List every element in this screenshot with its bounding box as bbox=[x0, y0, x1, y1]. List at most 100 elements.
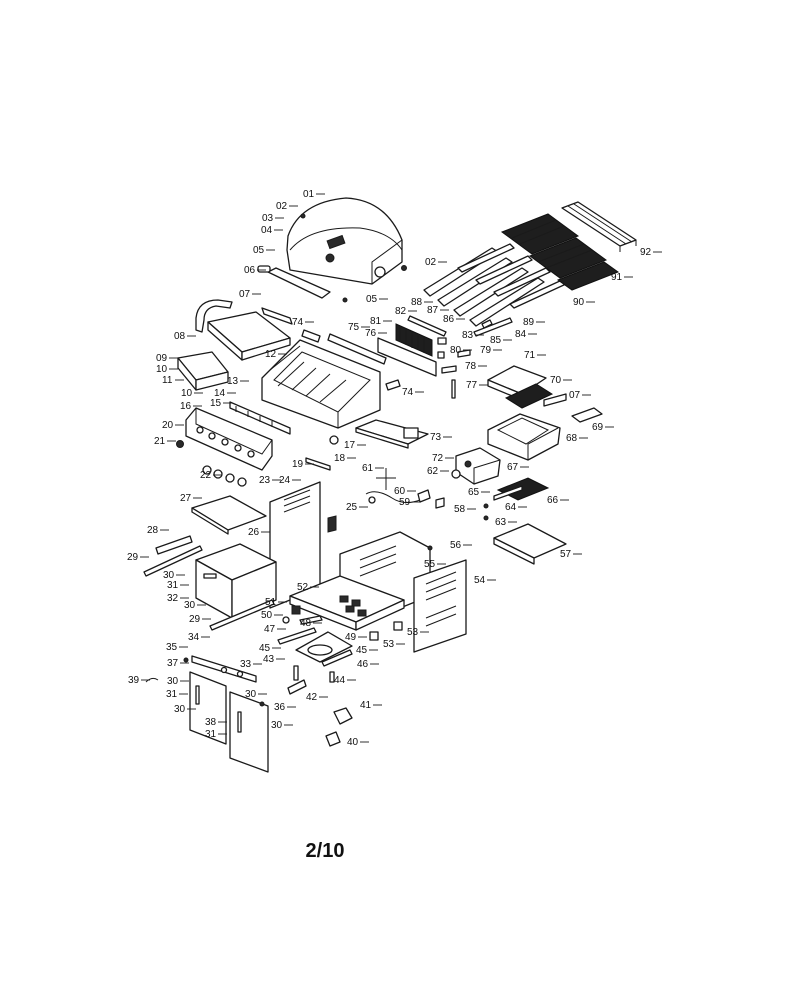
callout-label: 39 bbox=[128, 675, 140, 686]
bolt-02 bbox=[401, 265, 407, 271]
lid-handle bbox=[257, 265, 331, 299]
callout-label: 07 bbox=[569, 390, 581, 401]
callout-label: 10 bbox=[156, 364, 168, 375]
callout-label: 24 bbox=[279, 475, 291, 486]
callout-label: 30 bbox=[184, 600, 196, 611]
callout-label: 79 bbox=[480, 345, 492, 356]
callout-label: 56 bbox=[450, 540, 462, 551]
igniter-17 bbox=[329, 435, 339, 445]
screw-56 bbox=[427, 545, 433, 551]
callout-label: 74 bbox=[402, 387, 414, 398]
callout-label: 29 bbox=[189, 614, 201, 625]
door-left bbox=[189, 671, 227, 745]
callout-label: 49 bbox=[345, 632, 357, 643]
callout-label: 27 bbox=[180, 493, 192, 504]
callout-label: 03 bbox=[262, 213, 274, 224]
drip-pan bbox=[355, 419, 429, 449]
callout-label: 91 bbox=[611, 272, 623, 283]
callout-label: 13 bbox=[227, 376, 239, 387]
callout-label: 60 bbox=[394, 486, 406, 497]
callout-label: 61 bbox=[362, 463, 374, 474]
callout-label: 30 bbox=[163, 570, 175, 581]
handle-39 bbox=[145, 677, 159, 683]
callout-label: 40 bbox=[347, 737, 359, 748]
callout-label: 66 bbox=[547, 495, 559, 506]
callout-label: 70 bbox=[550, 375, 562, 386]
callout-label: 59 bbox=[399, 497, 411, 508]
callout-label: 53 bbox=[383, 639, 395, 650]
callout-label: 06 bbox=[244, 265, 256, 276]
callout-label: 19 bbox=[292, 459, 304, 470]
side-shelf-right bbox=[493, 523, 567, 565]
callout-label: 73 bbox=[430, 432, 442, 443]
cooking-grates bbox=[500, 213, 620, 291]
callout-label: 82 bbox=[395, 306, 407, 317]
callout-label: 53 bbox=[407, 627, 419, 638]
callout-label: 34 bbox=[188, 632, 200, 643]
callout-label: 58 bbox=[454, 504, 466, 515]
callout-label: 31 bbox=[167, 580, 179, 591]
callout-label: 26 bbox=[248, 527, 260, 538]
callout-label: 02 bbox=[276, 201, 288, 212]
callout-label: 44 bbox=[334, 675, 346, 686]
callout-label: 30 bbox=[174, 704, 186, 715]
callout-label: 57 bbox=[560, 549, 572, 560]
control-panel bbox=[185, 401, 291, 471]
callout-label: 75 bbox=[348, 322, 360, 333]
callout-label: 71 bbox=[524, 350, 536, 361]
callout-label: 18 bbox=[334, 453, 346, 464]
gas-valve-wiring bbox=[365, 468, 445, 509]
callout-label: 15 bbox=[210, 398, 222, 409]
callout-label: 51 bbox=[265, 597, 277, 608]
casters-53 bbox=[369, 621, 403, 641]
callout-label: 23 bbox=[259, 475, 271, 486]
callout-label: 22 bbox=[200, 470, 212, 481]
firebox bbox=[261, 339, 381, 429]
callout-label: 16 bbox=[180, 401, 192, 412]
cart-floor bbox=[289, 575, 405, 631]
callout-label: 77 bbox=[466, 380, 478, 391]
callout-label: 88 bbox=[411, 297, 423, 308]
callout-label: 65 bbox=[468, 487, 480, 498]
door-right bbox=[229, 691, 269, 773]
screw-02 bbox=[300, 213, 306, 219]
callout-label: 54 bbox=[474, 575, 486, 586]
callout-label: 04 bbox=[261, 225, 273, 236]
rear-burner-hardware bbox=[437, 337, 471, 399]
callout-label: 09 bbox=[156, 353, 168, 364]
grill-lid bbox=[286, 197, 403, 285]
left-side-panel bbox=[177, 351, 229, 391]
rod-18 bbox=[305, 457, 331, 471]
callout-label: 02 bbox=[425, 257, 437, 268]
callout-label: 14 bbox=[214, 388, 226, 399]
callout-label: 30 bbox=[167, 676, 179, 687]
callout-label: 84 bbox=[515, 329, 527, 340]
warming-rack bbox=[561, 201, 637, 252]
callout-label: 07 bbox=[239, 289, 251, 300]
callout-label: 80 bbox=[450, 345, 462, 356]
callout-label: 45 bbox=[259, 643, 271, 654]
callout-label: 46 bbox=[357, 659, 369, 670]
callout-label: 72 bbox=[432, 453, 444, 464]
callout-label: 45 bbox=[356, 645, 368, 656]
callout-label: 85 bbox=[490, 335, 502, 346]
control-knobs bbox=[176, 440, 247, 487]
callout-label: 62 bbox=[427, 466, 439, 477]
callout-label: 25 bbox=[346, 502, 358, 513]
callout-label: 89 bbox=[523, 317, 535, 328]
callout-label: 92 bbox=[640, 247, 652, 258]
callout-label: 68 bbox=[566, 433, 578, 444]
heat-bracket bbox=[301, 329, 401, 391]
callout-label: 36 bbox=[274, 702, 286, 713]
callout-label: 74 bbox=[292, 317, 304, 328]
cart-right-panel bbox=[413, 559, 467, 653]
tank-tray bbox=[277, 605, 353, 667]
callout-label: 35 bbox=[166, 642, 178, 653]
callout-label: 31 bbox=[166, 689, 178, 700]
bolt-05 bbox=[342, 297, 348, 303]
main-burners bbox=[423, 243, 567, 337]
callout-label: 42 bbox=[306, 692, 318, 703]
side-burner-box bbox=[487, 365, 603, 461]
callout-label: 10 bbox=[181, 388, 193, 399]
